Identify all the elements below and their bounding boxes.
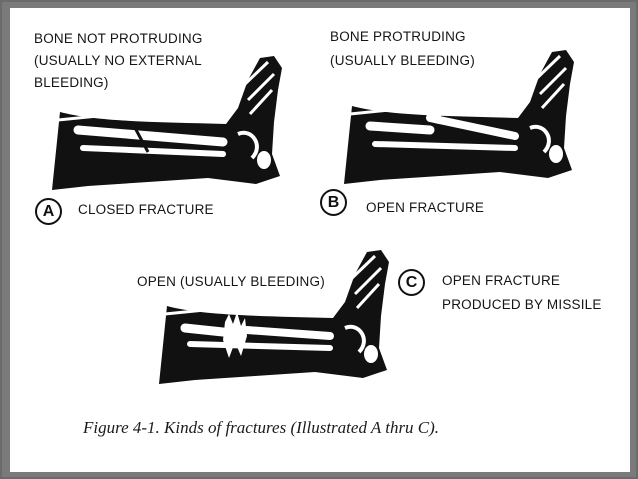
panel-a-title: CLOSED FRACTURE <box>78 202 214 217</box>
panel-b-annotation-line-2: (USUALLY BLEEDING) <box>330 53 475 68</box>
leg-illustration-open-fracture <box>344 50 574 184</box>
panel-b-annotation-line-1: BONE PROTRUDING <box>330 29 466 44</box>
panel-c-title-line-1: OPEN FRACTURE <box>442 273 561 288</box>
panel-a-annotation-line-3: BLEEDING) <box>34 75 109 90</box>
panel-b-title: OPEN FRACTURE <box>366 200 485 215</box>
figure-caption: Figure 4-1. Kinds of fractures (Illustra… <box>83 418 440 437</box>
panel-b-marker: B <box>320 189 347 216</box>
panel-a-annotation-line-1: BONE NOT PROTRUDING <box>34 31 203 46</box>
panel-c-marker: C <box>398 269 425 296</box>
figure-page: BONE NOT PROTRUDING (USUALLY NO EXTERNAL… <box>10 8 630 472</box>
panel-c-title-line-2: PRODUCED BY MISSILE <box>442 297 602 312</box>
panel-a-marker: A <box>35 198 62 225</box>
panel-a-annotation-line-2: (USUALLY NO EXTERNAL <box>34 53 202 68</box>
leg-illustration-missile-fracture <box>159 250 389 384</box>
leg-illustration-closed-fracture <box>52 56 282 190</box>
panel-c-annotation: OPEN (USUALLY BLEEDING) <box>137 274 325 289</box>
